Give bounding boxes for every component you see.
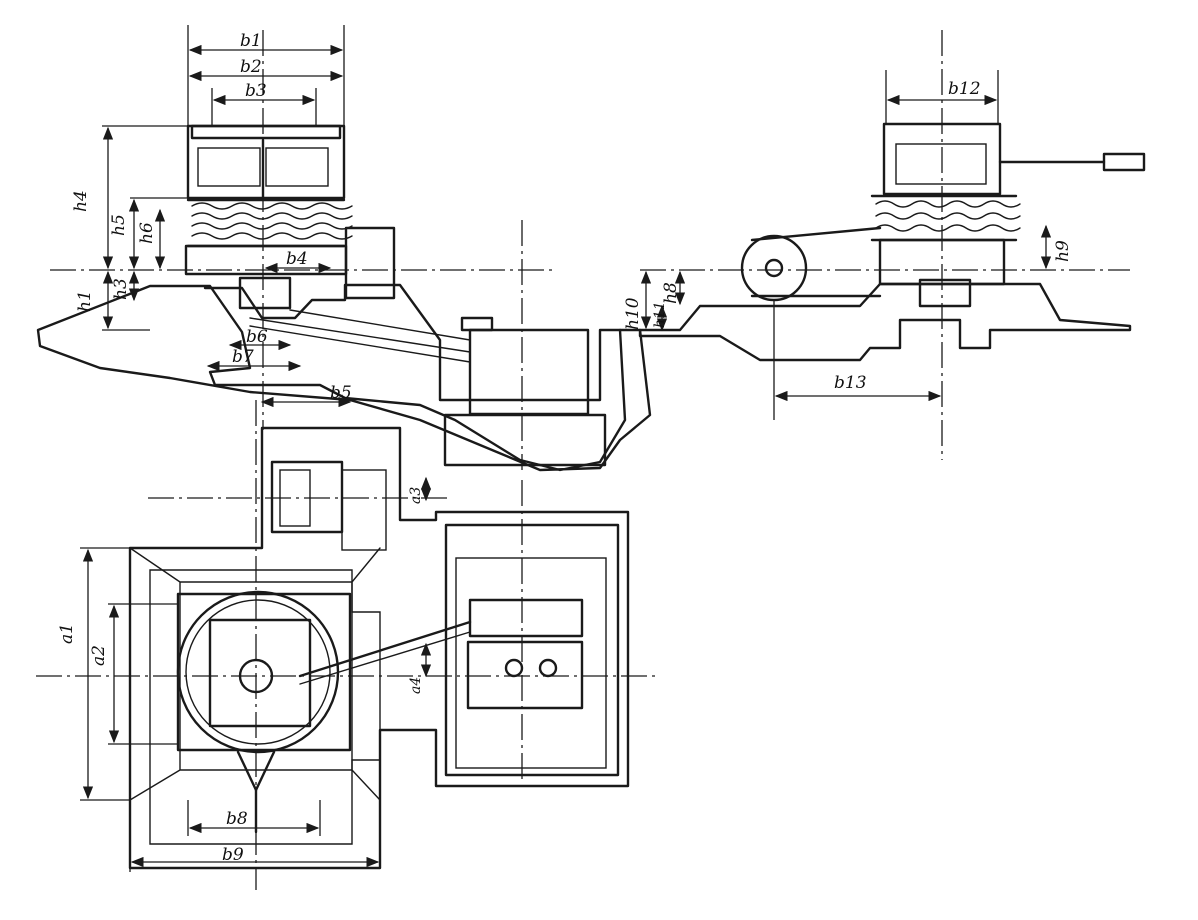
label-h6: h6 bbox=[137, 222, 157, 244]
label-b5: b5 bbox=[330, 383, 352, 403]
label-h10: h10 bbox=[623, 297, 643, 330]
drive-shaft bbox=[249, 309, 471, 363]
side-foundation bbox=[638, 282, 1132, 362]
label-b4: b4 bbox=[286, 249, 308, 269]
plan-drive-unit bbox=[270, 460, 344, 534]
drive-belt bbox=[750, 226, 882, 298]
plan-motor-right bbox=[466, 640, 584, 710]
plan-motor-pit bbox=[444, 523, 620, 777]
label-b9: b9 bbox=[222, 845, 244, 865]
pulley-hub bbox=[764, 258, 784, 278]
plan-screen-circle-inner bbox=[185, 599, 331, 745]
plan-inner-outline bbox=[149, 569, 381, 845]
side-screen-panel bbox=[895, 143, 987, 185]
plan-motor-pit-inner bbox=[455, 557, 607, 769]
label-h4: h4 bbox=[71, 190, 91, 212]
front-elevation: b1 b2 b3 b4 b6 b7 b5 h4 h5 h6 h1 h3 bbox=[36, 25, 652, 472]
label-b12: b12 bbox=[948, 79, 981, 99]
label-a1: a1 bbox=[57, 623, 77, 644]
label-b2: b2 bbox=[240, 57, 262, 77]
side-springs bbox=[870, 194, 1021, 242]
plan-motor-shaft-b bbox=[538, 658, 558, 678]
side-handle bbox=[1102, 152, 1146, 172]
label-b6: b6 bbox=[246, 327, 268, 347]
plan-view: a1 a2 a3 a4 b8 b9 bbox=[36, 400, 660, 890]
screen-top-lid bbox=[190, 124, 342, 140]
drive-housing bbox=[344, 226, 396, 300]
label-b1: b1 bbox=[240, 31, 262, 51]
label-h1: h1 bbox=[75, 290, 95, 312]
side-elevation: b12 b13 h9 h8 h10 h11 bbox=[623, 30, 1146, 460]
plan-motor-shaft-a bbox=[504, 658, 524, 678]
plan-gearbox bbox=[468, 598, 584, 638]
pulley-wheel bbox=[740, 234, 808, 302]
plan-drive-rod bbox=[298, 620, 472, 678]
screen-panel-left bbox=[197, 147, 261, 187]
label-h5: h5 bbox=[109, 214, 129, 236]
discharge-chute bbox=[238, 276, 292, 310]
foundation-hatched bbox=[36, 284, 652, 472]
plan-screen-square bbox=[208, 618, 312, 728]
plan-drive-coupling bbox=[341, 469, 387, 551]
label-a3: a3 bbox=[408, 487, 424, 504]
side-chute bbox=[918, 278, 972, 308]
label-b8: b8 bbox=[226, 809, 248, 829]
label-a2: a2 bbox=[89, 645, 109, 666]
label-h9: h9 bbox=[1053, 240, 1073, 262]
spring-set bbox=[186, 198, 353, 248]
label-a4: a4 bbox=[408, 677, 424, 694]
label-b13: b13 bbox=[834, 373, 867, 393]
label-h8: h8 bbox=[661, 282, 681, 304]
plan-foundation-outline bbox=[128, 426, 630, 870]
label-b7: b7 bbox=[232, 347, 254, 367]
label-b3: b3 bbox=[245, 81, 267, 101]
label-h3: h3 bbox=[111, 278, 131, 300]
plan-stepped-frame bbox=[129, 547, 381, 801]
label-h11: h11 bbox=[652, 301, 668, 328]
screen-panel-right bbox=[265, 147, 329, 187]
motor-body bbox=[468, 328, 590, 416]
motor-terminal-box bbox=[460, 316, 494, 332]
